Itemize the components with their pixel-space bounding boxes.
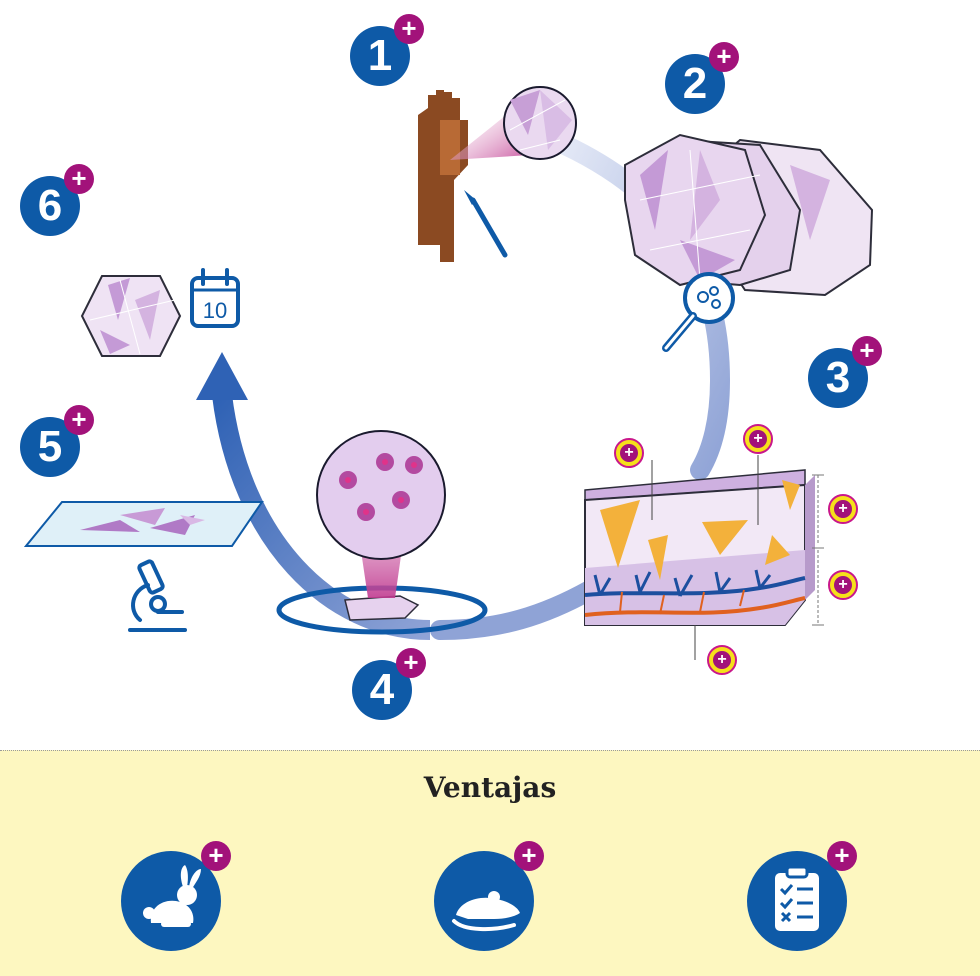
- step-number: 6: [20, 176, 80, 236]
- scalpel-icon: [464, 190, 508, 258]
- step-badge-6[interactable]: 6 +: [20, 164, 96, 240]
- plus-icon: +: [396, 648, 426, 678]
- advantage-circle: [747, 851, 847, 951]
- advantage-mouse[interactable]: +: [434, 841, 544, 951]
- magnifier-icon: [662, 272, 735, 352]
- plus-icon: +: [827, 841, 857, 871]
- mouse-icon: [452, 891, 520, 932]
- result-hexagon: [80, 275, 182, 357]
- advantage-circle: [434, 851, 534, 951]
- calendar-day: 10: [203, 298, 227, 323]
- checklist-icon: [775, 865, 819, 931]
- info-plus-vessels[interactable]: +: [707, 645, 737, 675]
- microscope-icon: [128, 559, 187, 632]
- culture-dish: [276, 430, 488, 635]
- rabbit-icon: [143, 865, 201, 927]
- plus-icon: +: [514, 841, 544, 871]
- step-badge-4[interactable]: 4 +: [352, 648, 428, 724]
- info-plus-dermis[interactable]: +: [828, 570, 858, 600]
- plus-icon: +: [64, 164, 94, 194]
- advantage-checklist[interactable]: +: [747, 841, 857, 951]
- step-badge-1[interactable]: 1 +: [350, 14, 426, 90]
- plus-icon: +: [624, 444, 634, 461]
- step-badge-3[interactable]: 3 +: [808, 336, 884, 412]
- tissue-hexagons: [624, 133, 874, 297]
- skin-cross-section: [584, 455, 824, 660]
- plus-icon: +: [394, 14, 424, 44]
- info-plus-keratinocyte[interactable]: +: [743, 424, 773, 454]
- plus-icon: +: [838, 500, 848, 517]
- calendar-icon: 10: [190, 268, 240, 328]
- info-plus-epidermis[interactable]: +: [828, 494, 858, 524]
- advantages-panel: Ventajas + +: [0, 750, 980, 976]
- plus-icon: +: [852, 336, 882, 366]
- plus-icon: +: [709, 42, 739, 72]
- advantage-circle: [121, 851, 221, 951]
- plus-icon: +: [201, 841, 231, 871]
- plus-icon: +: [717, 651, 727, 668]
- step-badge-5[interactable]: 5 +: [20, 405, 96, 481]
- plus-icon: +: [64, 405, 94, 435]
- plus-icon: +: [753, 430, 763, 447]
- advantages-title: Ventajas: [423, 771, 557, 804]
- microscope-slide: [23, 501, 264, 547]
- hand-biopsy-illustration: [418, 86, 577, 262]
- plus-icon: +: [838, 576, 848, 593]
- process-diagram: 10: [23, 86, 874, 660]
- info-plus-epidermis-top[interactable]: +: [614, 438, 644, 468]
- step-badge-2[interactable]: 2 +: [665, 42, 741, 118]
- advantage-rabbit[interactable]: +: [121, 841, 231, 951]
